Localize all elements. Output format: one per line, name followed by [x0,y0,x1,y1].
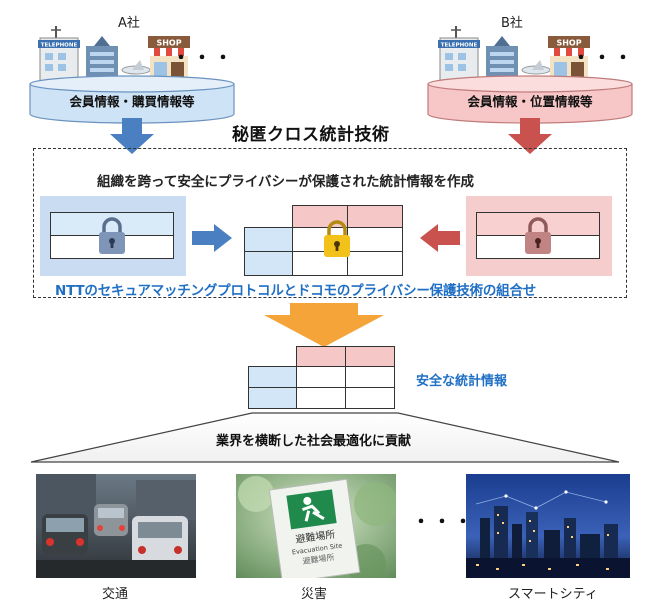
technology-frame [33,148,627,298]
company-b-db-label: 会員情報・位置情報等 [467,94,593,109]
airplane-icon [121,60,151,75]
gold-lock-icon [324,220,350,257]
telephone-sign: TELEPHONE [41,43,78,49]
arrow-a-down-icon [110,118,154,154]
company-b-database [427,75,633,124]
disaster-caption: 災害 [301,587,328,602]
traffic-caption: 交通 [102,587,129,602]
company-a-name: A社 [118,16,140,31]
contribution-label: 業界を横断した社会最適化に貢献 [216,434,412,449]
telephone-building-icon: TELEPHONE [438,26,480,85]
company-a-ellipsis: ・・・ [172,48,235,69]
combined-encrypted-table [244,205,403,276]
smart-city-caption: スマートシティ [508,587,598,602]
technology-subtitle: 組織を跨って安全にプライバシーが保護された統計情報を作成 [97,174,475,190]
city-night-photo [466,474,630,578]
company-a-buildings: TELEPHONE SHOP [38,26,190,85]
protocol-text: NTTのセキュアマッチングプロトコルとドコモのプライバシー保護技術の組合せ [55,283,537,299]
company-a-encrypted-table [50,212,174,259]
airplane-icon [521,60,551,75]
shop-sign: SHOP [556,39,581,48]
lock-icon [525,217,551,254]
lock-icon [99,217,125,254]
evacuation-sign-text-3: 避難場所 [302,552,335,566]
safe-statistics-table [248,346,395,409]
company-a-database [29,75,235,124]
arrow-b-down-icon [508,118,552,154]
evacuation-sign-photo: 避難場所 Evacuation Site 避難場所 [236,474,396,578]
technology-title: 秘匿クロス統計技術 [232,125,390,145]
shop-sign: SHOP [156,39,181,48]
company-a-db-label: 会員情報・購買情報等 [69,94,195,109]
telephone-building-icon: TELEPHONE [38,26,80,85]
company-b-name: B社 [501,16,523,31]
applications-ellipsis: ・・・ [412,512,475,533]
contribution-band [30,412,620,463]
company-b-ellipsis: ・・・ [572,48,635,69]
arrow-orange-down-icon [264,303,384,347]
traffic-photo [36,474,196,578]
arrow-right-icon [192,224,232,252]
safe-statistics-label: 安全な統計情報 [416,374,508,389]
company-b-encrypted-table [476,212,600,259]
telephone-sign: TELEPHONE [441,43,478,49]
arrow-left-icon [420,224,460,252]
